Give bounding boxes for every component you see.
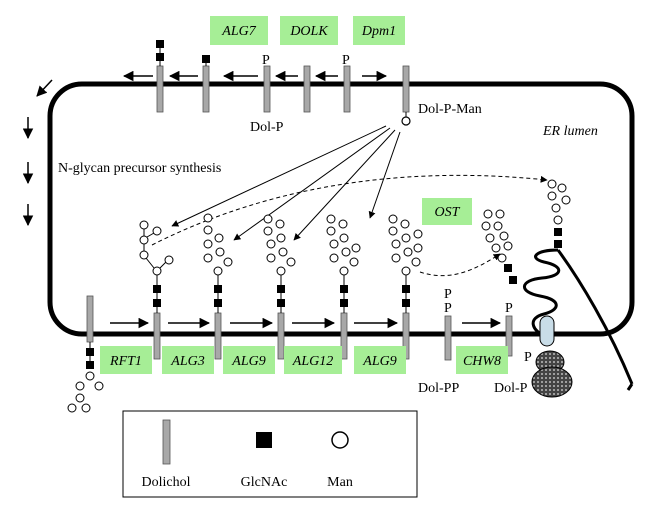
dol-p-man-label: Dol-P-Man xyxy=(418,102,482,117)
enzyme-box-alg3: ALG3 xyxy=(162,346,214,374)
enzyme-box-ost: OST xyxy=(422,198,472,225)
svg-text:Dpm1: Dpm1 xyxy=(361,24,396,39)
enzyme-box-alg12: ALG12 xyxy=(284,346,342,374)
svg-text:ALG9: ALG9 xyxy=(231,354,265,369)
dol-pp-label: Dol-PP xyxy=(418,381,459,396)
glycoprotein-glycan xyxy=(547,179,571,248)
legend-man-label: Man xyxy=(327,475,353,490)
legend-dolichol-icon xyxy=(162,419,171,465)
svg-text:ALG7: ALG7 xyxy=(221,24,256,39)
lumenal-glcnac-units xyxy=(153,285,410,307)
glycan-tree-1 xyxy=(139,220,174,285)
dol-p-bottom-label: Dol-P xyxy=(494,381,528,396)
enzyme-box-rft1: RFT1 xyxy=(100,346,152,374)
legend-glcnac-label: GlcNAc xyxy=(241,475,288,490)
phosphate-dolk: P xyxy=(262,53,270,68)
dol-p-man-mannose xyxy=(401,116,411,126)
enzyme-box-dpm1: Dpm1 xyxy=(353,16,405,45)
top-dolichol-bars xyxy=(156,65,410,113)
translocon-channel xyxy=(539,315,555,347)
enzyme-box-alg9-second: ALG9 xyxy=(354,346,406,374)
nascent-polypeptide xyxy=(523,248,634,391)
svg-text:RFT1: RFT1 xyxy=(109,354,142,369)
enzyme-box-alg9: ALG9 xyxy=(223,346,275,374)
rft1-dolichol xyxy=(86,295,94,343)
enzyme-box-chw8: CHW8 xyxy=(456,346,508,374)
svg-text:ALG12: ALG12 xyxy=(292,354,333,369)
enzyme-box-dolk: DOLK xyxy=(280,16,338,45)
phosphate-dolpp-2: P xyxy=(444,301,452,316)
cytosolic-glycan-rft1 xyxy=(67,342,104,413)
dol-p-man-donor-arrows xyxy=(171,125,401,241)
transferred-glycan xyxy=(481,209,517,284)
ribosome xyxy=(531,350,573,398)
phosphate-dolp-lumen: P xyxy=(524,350,532,365)
glycan-tree-3 xyxy=(263,214,296,285)
legend-man-icon xyxy=(331,431,349,449)
glycan-tree-5 xyxy=(388,214,423,285)
svg-text:CHW8: CHW8 xyxy=(463,354,501,369)
svg-text:OST: OST xyxy=(435,205,461,220)
legend-glcnac-icon xyxy=(256,432,272,448)
top-glcnac-units xyxy=(156,40,210,63)
phosphate-dolp-cyt: P xyxy=(505,301,513,316)
legend-dolichol-label: Dolichol xyxy=(142,475,191,490)
dol-p-top-label: Dol-P xyxy=(250,120,284,135)
svg-text:ALG9: ALG9 xyxy=(362,354,396,369)
glycan-tree-2 xyxy=(203,213,233,285)
process-direction-arrows xyxy=(22,79,53,227)
glycan-tree-4 xyxy=(326,214,361,285)
legend: Dolichol GlcNAc Man xyxy=(122,410,418,498)
process-label: N-glycan precursor synthesis xyxy=(58,161,221,176)
svg-text:ALG3: ALG3 xyxy=(170,354,204,369)
er-lumen-label: ER lumen xyxy=(542,124,598,139)
phosphate-dolpp-1: P xyxy=(444,287,452,302)
enzyme-box-alg7: ALG7 xyxy=(210,16,268,45)
phosphate-dpm1: P xyxy=(342,53,350,68)
svg-text:DOLK: DOLK xyxy=(289,24,328,39)
